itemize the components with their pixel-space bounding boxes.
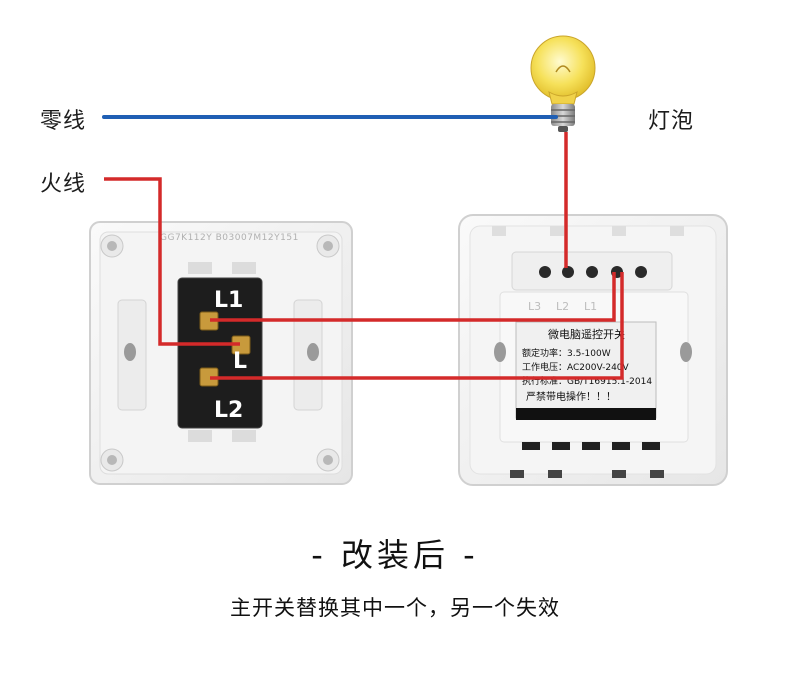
neutral-label: 零线 xyxy=(40,109,87,134)
live-label: 火线 xyxy=(40,172,87,197)
smart-switch-back xyxy=(458,214,728,486)
caption-subtitle: 主开关替换其中一个，另一个失效 xyxy=(230,596,560,620)
wires xyxy=(102,115,624,380)
smart-terminal-l2: L2 xyxy=(556,300,569,313)
live-wire xyxy=(104,177,240,346)
old-switch-serial: GG7K112Y B03007M12Y151 xyxy=(160,233,299,243)
bulb-icon xyxy=(530,35,596,132)
sticker-warning: 严禁带电操作！！！ xyxy=(526,390,616,403)
caption-title: - 改装后 - xyxy=(311,536,479,574)
old-switch-back xyxy=(89,221,353,485)
smart-terminal-l1: L1 xyxy=(584,300,597,313)
terminal-label-l1: L1 xyxy=(214,288,243,313)
smart-terminal-l3: L3 xyxy=(528,300,541,313)
terminal-label-l2: L2 xyxy=(214,398,243,423)
l1-traveller-wire xyxy=(210,272,616,322)
bulb-label: 灯泡 xyxy=(648,109,695,134)
sticker-power: 额定功率：3.5-100W xyxy=(522,347,611,359)
terminal-label-l: L xyxy=(233,349,247,374)
sticker-title: 微电脑遥控开关 xyxy=(548,327,625,341)
sticker-voltage: 工作电压：AC200V-240V xyxy=(522,361,630,373)
l2-traveller-wire xyxy=(210,272,624,380)
